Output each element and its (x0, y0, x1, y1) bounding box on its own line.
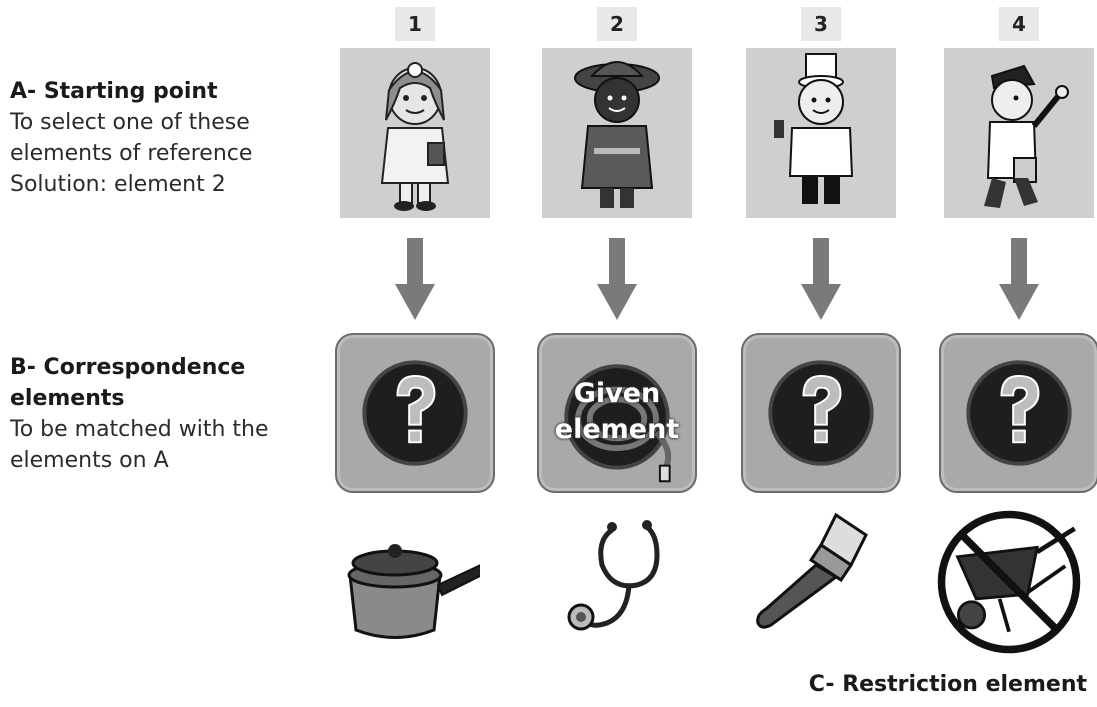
column-number: 4 (999, 7, 1039, 41)
column-number: 1 (395, 7, 435, 41)
firefighter-icon[interactable] (542, 48, 692, 218)
question-mark-icon (966, 360, 1072, 466)
stethoscope-icon[interactable] (557, 505, 707, 660)
column-number: 3 (801, 7, 841, 41)
hose-icon (564, 364, 672, 483)
doctor-icon[interactable] (340, 48, 490, 218)
section-c-heading: C- Restriction element (808, 672, 1087, 697)
section-a-line-3: Solution: element 2 (10, 172, 226, 197)
section-a-line-2: elements of reference (10, 141, 253, 166)
correspondence-card-1[interactable] (335, 333, 495, 493)
chef-icon[interactable] (746, 48, 896, 218)
section-a-description: A- Starting point To select one of these… (10, 76, 330, 200)
down-arrow-icon (999, 238, 1039, 320)
correspondence-card-4[interactable] (939, 333, 1097, 493)
question-mark-icon (362, 360, 468, 466)
down-arrow-icon (395, 238, 435, 320)
column-number: 2 (597, 7, 637, 41)
section-b-line-2: elements on A (10, 448, 169, 473)
given-label-line-1: Given (573, 378, 661, 409)
section-b-heading-2: elements (10, 386, 125, 411)
down-arrow-icon (597, 238, 637, 320)
paintbrush-icon[interactable] (736, 505, 886, 660)
section-b-line-1: To be matched with the (10, 417, 269, 442)
section-b-heading-1: B- Correspondence (10, 355, 246, 380)
wheelbarrow-prohibited-icon[interactable] (934, 505, 1084, 660)
section-b-description: B- Correspondence elements To be matched… (10, 352, 330, 476)
section-a-line-1: To select one of these (10, 110, 250, 135)
down-arrow-icon (801, 238, 841, 320)
correspondence-card-3[interactable] (741, 333, 901, 493)
section-a-heading: A- Starting point (10, 79, 218, 104)
given-label-line-2: element (554, 414, 680, 445)
painter-icon[interactable] (944, 48, 1094, 218)
correspondence-card-2-given[interactable]: Given element (537, 333, 697, 493)
question-mark-icon (768, 360, 874, 466)
saucepan-icon[interactable] (330, 505, 504, 660)
